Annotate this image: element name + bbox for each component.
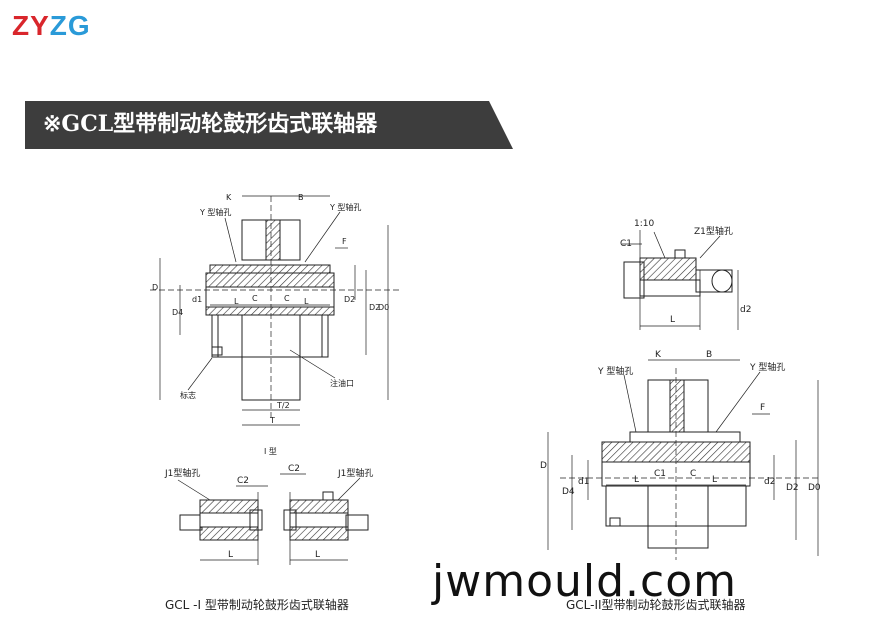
fig2-top-c1: C1 bbox=[620, 239, 632, 249]
fig1-label-d0: D0 bbox=[378, 303, 389, 312]
logo-part-1: ZY bbox=[12, 10, 50, 41]
caption-gcl-ii: GCL-II型带制动轮鼓形齿式联轴器 bbox=[566, 598, 746, 612]
fig2-main-b: B bbox=[706, 350, 712, 360]
fig1-bottom-l-right: L bbox=[315, 550, 320, 560]
fig1-label-d: D bbox=[152, 283, 158, 292]
fig2-top-l: L bbox=[670, 315, 675, 325]
fig1-label-l-left: L bbox=[234, 297, 239, 306]
fig1-bottom-c2-left: C2 bbox=[237, 476, 249, 486]
fig2-main-l-left: L bbox=[634, 475, 639, 485]
brand-logo: ZYZG bbox=[12, 10, 91, 42]
fig2-main-f: F bbox=[760, 403, 765, 413]
fig2-main-d1: d1 bbox=[578, 477, 589, 487]
fig1-label-f: F bbox=[342, 237, 347, 246]
fig1-label-b: B bbox=[298, 193, 304, 202]
fig2-main-y-right: Y 型轴孔 bbox=[749, 361, 785, 373]
fig1-bottom-j1-right: J1型轴孔 bbox=[337, 467, 373, 479]
figure-2-main: K B Y 型轴孔 Y 型轴孔 F D D4 d1 d2 D2 D0 L L C… bbox=[540, 350, 821, 560]
fig2-main-d4: D4 bbox=[562, 487, 575, 497]
banner-background bbox=[25, 101, 513, 149]
fig2-main-l-right: L bbox=[712, 475, 717, 485]
fig2-main-c1: C1 bbox=[654, 469, 666, 479]
fig2-main-c: C bbox=[690, 469, 696, 479]
watermark: jwmould.com bbox=[432, 556, 737, 607]
section-banner: ※GCL型带制动轮鼓形齿式联轴器 bbox=[25, 101, 513, 149]
banner-title: ※GCL型带制动轮鼓形齿式联轴器 bbox=[43, 111, 378, 137]
fig1-label-c-left: C bbox=[252, 294, 258, 303]
fig2-top-taper: 1:10 bbox=[634, 219, 654, 229]
fig2-main-d0: D0 bbox=[808, 483, 821, 493]
fig1-label-d2-small: D2 bbox=[344, 295, 355, 304]
fig1-label-zhuyoukou: 注油口 bbox=[330, 378, 354, 388]
fig2-top-d2: d2 bbox=[740, 305, 751, 315]
fig2-main-y-left: Y 型轴孔 bbox=[597, 365, 633, 377]
figure-1-main: K B Y 型轴孔 Y 型轴孔 F D D4 d1 D2 D2 D0 L L C… bbox=[150, 193, 400, 456]
fig1-bottom-j1-left: J1型轴孔 bbox=[164, 467, 200, 479]
fig2-main-d2: d2 bbox=[764, 477, 775, 487]
fig2-main-d2-cap: D2 bbox=[786, 483, 799, 493]
fig1-bottom-l-left: L bbox=[228, 550, 233, 560]
fig1-label-d1: d1 bbox=[192, 295, 202, 304]
fig1-label-d4: D4 bbox=[172, 308, 183, 317]
caption-gcl-i: GCL -I 型带制动轮鼓形齿式联轴器 bbox=[165, 598, 349, 612]
fig1-label-k: K bbox=[226, 193, 232, 202]
fig1-type-label: I 型 bbox=[264, 447, 277, 456]
figure-1-bottom: J1型轴孔 J1型轴孔 C2 C2 L L bbox=[164, 464, 373, 565]
fig1-label-t2: T/2 bbox=[276, 401, 290, 410]
fig1-label-c-right: C bbox=[284, 294, 290, 303]
fig2-main-k: K bbox=[655, 350, 662, 360]
fig2-top-z1: Z1型轴孔 bbox=[694, 225, 733, 237]
fig1-label-t: T bbox=[269, 416, 275, 425]
fig1-label-d2: D2 bbox=[369, 303, 380, 312]
fig1-bottom-c2-right: C2 bbox=[288, 464, 300, 474]
figure-2-top: 1:10 C1 Z1型轴孔 d2 L bbox=[620, 219, 751, 330]
fig1-label-y-right: Y 型轴孔 bbox=[329, 202, 361, 212]
fig2-main-d: D bbox=[540, 461, 547, 471]
logo-part-2: ZG bbox=[49, 10, 91, 41]
fig1-label-y-left: Y 型轴孔 bbox=[199, 207, 231, 217]
fig1-label-biaozhi: 标志 bbox=[180, 390, 196, 400]
fig1-label-l-right: L bbox=[304, 297, 309, 306]
